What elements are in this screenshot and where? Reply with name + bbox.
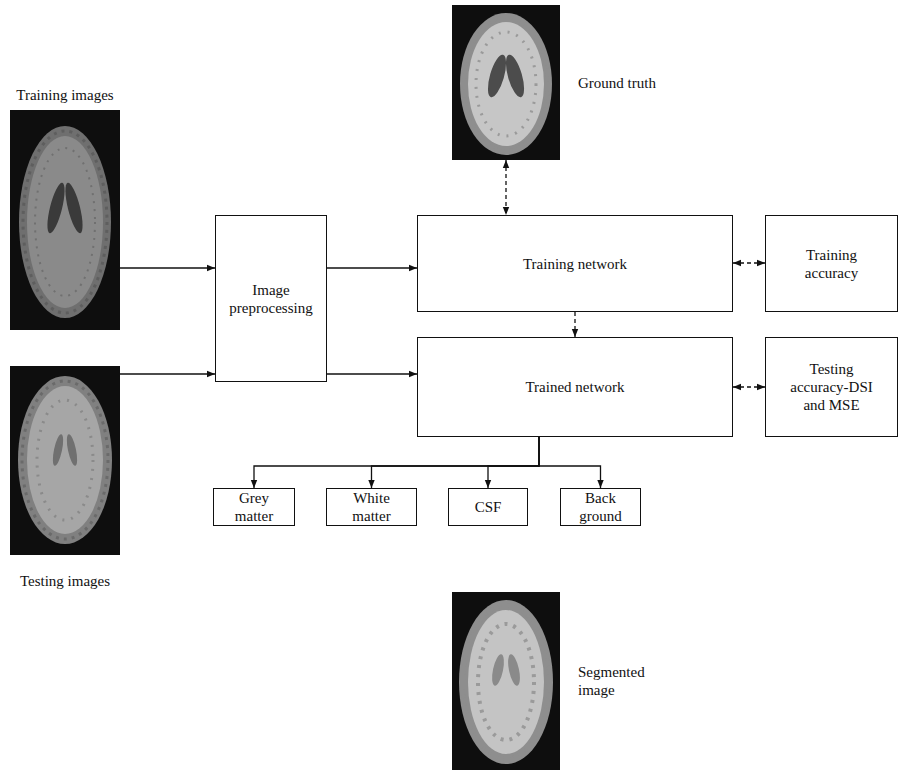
ventricle — [502, 53, 528, 99]
ventricle — [484, 53, 510, 99]
process-box: Image preprocessing — [215, 215, 327, 382]
image-caption: Testing images — [20, 572, 110, 590]
dashed-connector — [733, 386, 765, 387]
image-ground — [10, 110, 120, 330]
flow-arrow — [254, 437, 539, 488]
ventricle — [44, 181, 68, 234]
white-matter — [27, 386, 103, 534]
flow-arrow — [372, 437, 540, 488]
image-ground — [452, 592, 560, 770]
gyri — [464, 17, 548, 151]
flow-arrow — [327, 373, 417, 374]
flow-arrow — [327, 267, 417, 268]
process-box: Trained network — [417, 337, 733, 437]
mri-image: Ground truth — [452, 5, 702, 160]
process-box: Training accuracy — [765, 215, 898, 312]
brain-outline — [459, 600, 553, 764]
ventricle — [51, 434, 65, 467]
gyri — [476, 32, 536, 136]
dashed-connector — [505, 160, 506, 215]
process-box: Training network — [417, 215, 733, 312]
ventricle — [65, 434, 79, 467]
process-box: Testing accuracy-DSI and MSE — [765, 337, 898, 437]
gyri — [463, 605, 549, 759]
training-mri — [10, 110, 120, 330]
flow-arrow — [120, 267, 215, 268]
mri-image: Testing images — [10, 366, 120, 590]
gyri — [37, 400, 93, 520]
white-matter — [468, 610, 544, 754]
gyri — [22, 381, 108, 539]
class-box: Grey matter — [224, 489, 284, 525]
gyri — [478, 624, 534, 740]
testing-mri — [10, 366, 120, 555]
gyri — [23, 131, 107, 313]
ventricle — [490, 653, 506, 686]
class-box: CSF — [475, 498, 502, 516]
image-ground — [452, 5, 560, 160]
flow-arrow — [539, 437, 601, 488]
dashed-connector — [733, 262, 765, 263]
mri-image: Training images — [10, 86, 120, 330]
process-box: Image preprocessing — [223, 281, 319, 317]
flow-arrow — [488, 437, 539, 488]
brain-outline — [460, 13, 552, 155]
brain-outline — [19, 126, 111, 318]
process-box: Trained network — [525, 378, 624, 396]
white-matter — [27, 136, 103, 308]
class-box: Back ground — [571, 489, 631, 525]
image-caption: Training images — [16, 86, 113, 104]
ventricle — [506, 653, 522, 686]
class-box: White matter — [342, 489, 402, 525]
process-box: Back ground — [560, 488, 641, 526]
image-caption: Ground truth — [578, 74, 656, 92]
mri-image: Segmented image — [452, 592, 702, 770]
process-box: White matter — [326, 488, 417, 526]
ventricle — [62, 181, 86, 234]
process-box: CSF — [448, 488, 528, 526]
white-matter — [468, 22, 544, 146]
brain-outline — [18, 376, 112, 544]
segmented-mri — [452, 592, 560, 770]
dashed-connector — [574, 312, 575, 337]
output-box: Testing accuracy-DSI and MSE — [782, 360, 882, 414]
image-ground — [10, 366, 120, 555]
ground-truth-mri — [452, 5, 560, 160]
gyri — [35, 148, 95, 296]
process-box: Grey matter — [213, 488, 295, 526]
image-caption: Segmented image — [578, 663, 658, 699]
output-box: Training accuracy — [792, 246, 872, 282]
flow-arrow — [120, 373, 215, 374]
process-box: Training network — [523, 255, 627, 273]
